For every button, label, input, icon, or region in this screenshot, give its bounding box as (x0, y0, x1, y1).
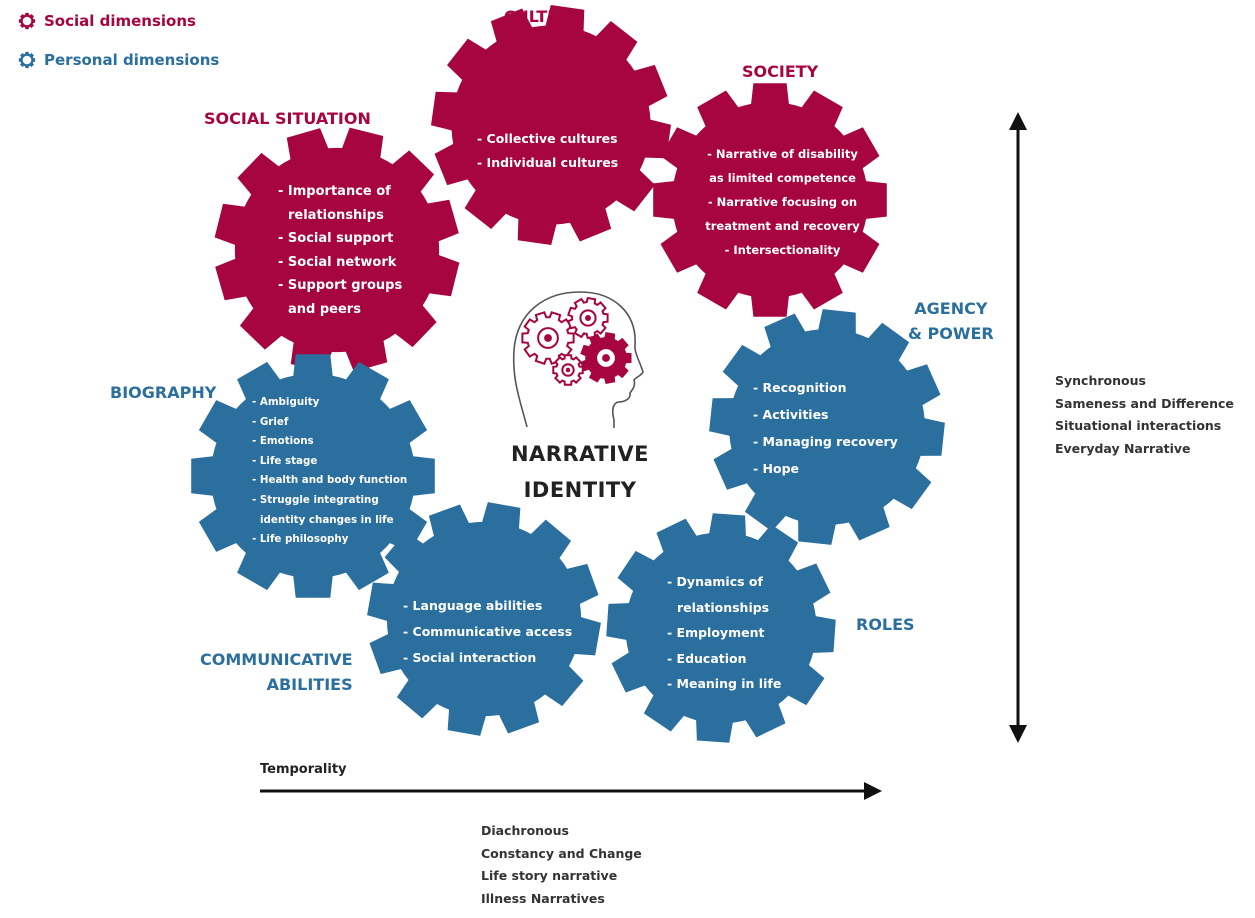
biography-title-line: BIOGRAPHY (110, 383, 217, 402)
horizontal-axis-item: Life story narrative (481, 868, 618, 883)
social-situation-gear (214, 127, 460, 373)
society-title-line: SOCIETY (742, 62, 819, 81)
biography-item: - Life philosophy (252, 533, 349, 546)
agency-power-title-line1: AGENCY (914, 299, 988, 318)
legend-social: Social dimensions (18, 12, 196, 30)
roles-title: ROLES (856, 612, 915, 637)
agency-power-item: - Hope (753, 461, 800, 476)
horizontal-axis-item: Illness Narratives (481, 890, 605, 906)
biography-gear (191, 354, 435, 598)
communicative-item: - Language abilities (403, 598, 543, 613)
biography-item: - Grief (252, 415, 289, 428)
center-title-line1: NARRATIVE (510, 442, 650, 466)
society-item: - Intersectionality (724, 243, 841, 257)
social-situation-items: - Importance of relationships - Social s… (278, 180, 402, 321)
culture-items: - Collective cultures - Individual cultu… (477, 127, 618, 175)
biography-item: - Life stage (252, 454, 318, 467)
roles-title-line: ROLES (856, 615, 915, 634)
social-gear-icon (18, 12, 36, 30)
biography-item: - Ambiguity (252, 396, 320, 408)
vertical-axis-item: Situational interactions (1055, 418, 1222, 433)
culture-title: CULTURE (504, 4, 583, 29)
biography-item: - Struggle integrating (252, 493, 379, 506)
culture-item: - Collective cultures (477, 131, 618, 146)
agency-power-item: - Managing recovery (753, 434, 898, 449)
legend-social-label: Social dimensions (44, 12, 196, 30)
head-with-gears-icon (512, 291, 644, 428)
communicative-item: - Social interaction (403, 650, 537, 665)
vertical-arrow-down-head (1009, 725, 1027, 743)
communicative-gear (367, 502, 601, 736)
roles-item: - Dynamics of (667, 574, 763, 589)
culture-title-line: CULTURE (504, 7, 584, 26)
roles-gear (606, 513, 836, 743)
communicative-title: COMMUNICATIVE ABILITIES (200, 647, 353, 697)
social-situation-item: and peers (288, 301, 361, 317)
biography-item: identity changes in life (260, 513, 394, 526)
society-item: - Narrative focusing on (707, 195, 858, 209)
society-gear (653, 83, 887, 317)
society-title: SOCIETY (742, 59, 818, 84)
social-situation-title: SOCIAL SITUATION (204, 106, 371, 131)
agency-power-title-line2: & POWER (908, 324, 994, 343)
communicative-title-line2: ABILITIES (266, 675, 353, 694)
horizontal-arrow-head (864, 782, 882, 800)
social-situation-title-line: SOCIAL SITUATION (204, 109, 371, 128)
horizontal-axis-item: Constancy and Change (481, 845, 642, 861)
social-situation-item: - Social support (278, 231, 394, 246)
social-situation-item: relationships (288, 207, 384, 223)
biography-item: - Health and body function (252, 474, 408, 487)
biography-item: - Emotions (252, 435, 314, 448)
center-title-line2: IDENTITY (523, 478, 637, 502)
temporality-label: Temporality (260, 762, 347, 777)
society-item: treatment and recovery (705, 219, 860, 233)
roles-item: - Education (667, 650, 747, 666)
legend-personal: Personal dimensions (18, 51, 219, 69)
horizontal-axis-list: Diachronous Constancy and Change Life st… (481, 820, 642, 910)
society-items: - Narrative of disability as limited com… (700, 142, 865, 262)
vertical-axis-list: Synchronous Sameness and Difference Situ… (1055, 370, 1234, 460)
personal-gear-icon (18, 51, 36, 69)
social-situation-item: - Importance of (278, 184, 391, 199)
vertical-axis-item: Everyday Narrative (1055, 440, 1191, 456)
vertical-axis-item: Synchronous (1055, 373, 1146, 388)
social-situation-item: - Support groups (278, 278, 403, 293)
communicative-title-line1: COMMUNICATIVE (200, 650, 353, 669)
roles-item: relationships (677, 599, 770, 615)
agency-power-gear (709, 309, 945, 545)
center-title: NARRATIVE IDENTITY (490, 436, 670, 508)
agency-power-title: AGENCY & POWER (908, 296, 994, 346)
agency-power-items: - Recognition - Activities - Managing re… (753, 374, 898, 482)
society-item: - Narrative of disability (707, 147, 858, 161)
biography-title: BIOGRAPHY (110, 380, 216, 405)
roles-item: - Meaning in life (667, 676, 782, 691)
communicative-item: - Communicative access (403, 624, 573, 639)
agency-power-item: - Recognition (753, 380, 847, 395)
vertical-axis-item: Sameness and Difference (1055, 395, 1234, 411)
vertical-arrow-up-head (1009, 112, 1027, 130)
social-situation-item: - Social network (278, 254, 397, 270)
horizontal-axis-item: Diachronous (481, 823, 569, 838)
agency-power-item: - Activities (753, 407, 829, 422)
culture-gear (431, 5, 671, 245)
society-item: as limited competence (709, 171, 856, 185)
biography-items: - Ambiguity - Grief - Emotions - Life st… (252, 393, 407, 550)
roles-item: - Employment (667, 625, 765, 640)
roles-items: - Dynamics of relationships - Employment… (667, 569, 781, 697)
culture-item: - Individual cultures (477, 155, 619, 170)
communicative-items: - Language abilities - Communicative acc… (403, 593, 572, 671)
legend-personal-label: Personal dimensions (44, 51, 220, 69)
